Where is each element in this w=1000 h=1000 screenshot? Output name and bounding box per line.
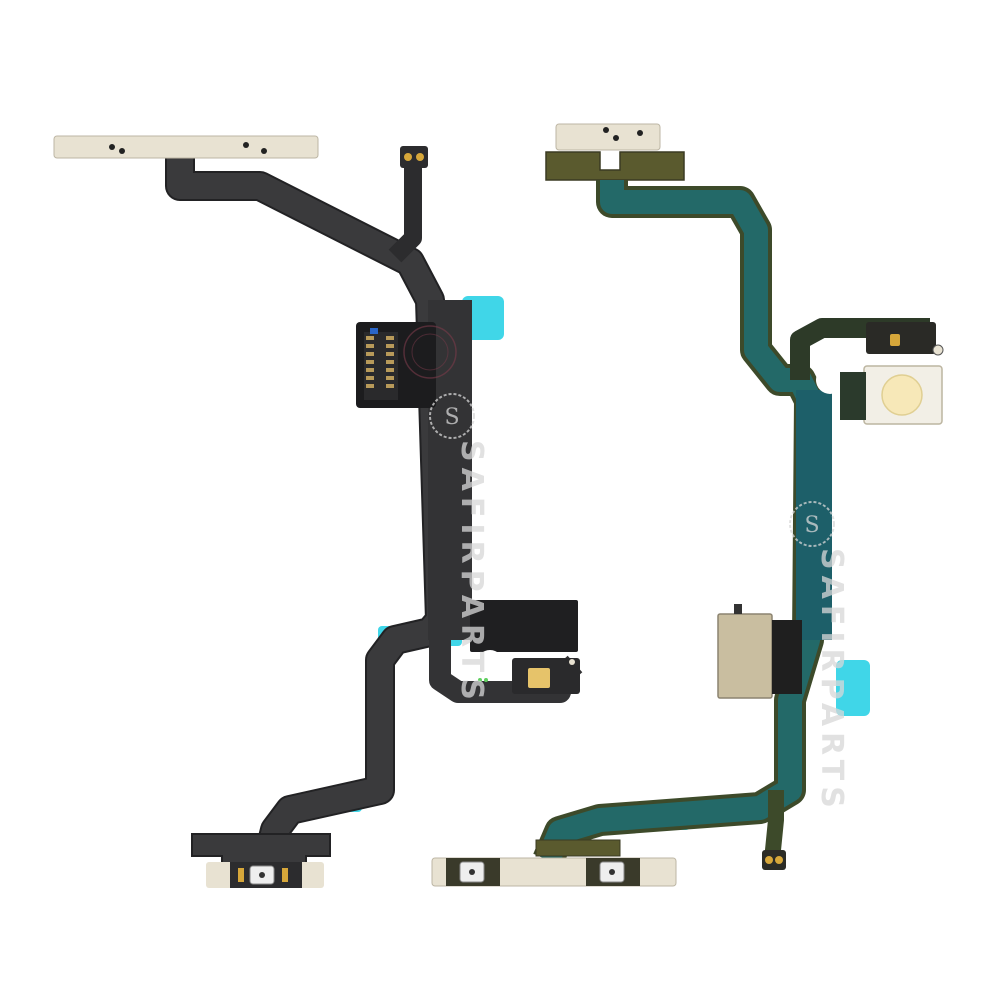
brand-text-left: SAFIRPARTS <box>454 440 489 706</box>
logo-letter: S <box>444 405 459 430</box>
logo-seal-icon: S <box>429 393 475 439</box>
logo-seal-icon: S <box>789 501 835 547</box>
watermark-right: S SAFIRPARTS <box>789 501 849 814</box>
left-gold-contact-top <box>400 146 428 168</box>
left-stiffener-plate <box>470 600 578 652</box>
right-led-board <box>866 322 936 354</box>
right-flex-cable <box>431 123 944 887</box>
right-shield-plate <box>717 613 773 699</box>
left-flex-cable <box>53 135 583 888</box>
logo-letter: S <box>804 513 819 538</box>
right-gold-contact-bottom <box>762 850 786 870</box>
right-flex-wide-strip <box>796 390 832 640</box>
left-adhesive-tab-upper <box>462 296 504 340</box>
right-flex-ribbon <box>533 180 826 867</box>
watermark-left: S SAFIRPARTS <box>429 393 489 706</box>
left-top-bracket <box>53 135 319 159</box>
right-top-bracket <box>555 123 661 151</box>
right-adhesive-tab-middle <box>836 660 870 716</box>
brand-text-right: SAFIRPARTS <box>814 548 849 814</box>
